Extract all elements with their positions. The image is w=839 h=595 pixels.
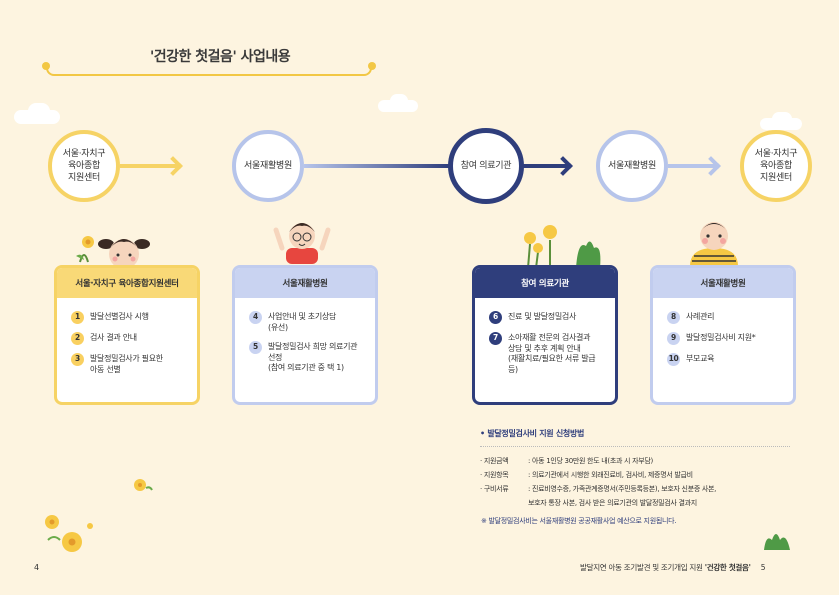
step-number: 4 [249, 311, 262, 324]
support-row: · 지원항목 : 의료기관에서 시행한 외래진료비, 검사비, 제증명서 발급비 [480, 468, 800, 482]
step-number: 6 [489, 311, 502, 324]
card-item: 5 발달정밀검사 희망 의료기관 선정 (참여 의료기관 중 택 1) [249, 341, 367, 374]
card-title: 참여 의료기관 [475, 268, 615, 298]
step-number: 7 [489, 332, 502, 345]
step-text: 사업안내 및 초기상담 (유선) [268, 312, 337, 332]
step-text: 소아재활 전문의 검사결과 상담 및 추후 계획 안내 (재활치료/필요한 서류… [508, 333, 596, 374]
flow-arrow-line [520, 164, 568, 168]
flowers-illustration [524, 225, 601, 268]
cloud-decoration [28, 103, 50, 119]
step-text: 부모교육 [686, 354, 715, 363]
step-number: 9 [667, 332, 680, 345]
card-participating-clinic: 참여 의료기관 6 진료 및 발달정밀검사 7 소아재활 전문의 검사결과 상담 및… [472, 265, 618, 405]
step-text: 검사 결과 안내 [90, 333, 137, 342]
girl-illustration [76, 236, 150, 266]
card-item: 3 발달정밀검사가 필요한 아동 선별 [71, 353, 189, 375]
step-number: 2 [71, 332, 84, 345]
flow-step-seoul-rehab-hospital: 서울재활병원 [596, 130, 668, 202]
step-text: 발달정밀검사비 지원* [686, 333, 756, 342]
title-underline [46, 66, 372, 76]
cloud-decoration [390, 94, 408, 108]
step-number: 10 [667, 353, 680, 366]
support-row: · 지원금액 : 아동 1인당 30만원 한도 내(초과 시 자부담) [480, 454, 800, 468]
card-title: 서울재활병원 [653, 268, 793, 298]
card-seoul-rehab-hospital: 서울재활병원 4 사업안내 및 초기상담 (유선) 5 발달정밀검사 희망 의료기관… [232, 265, 378, 405]
card-item: 6 진료 및 발달정밀검사 [489, 311, 607, 324]
step-text: 사례관리 [686, 312, 715, 321]
card-item: 8 사례관리 [667, 311, 785, 324]
step-text: 진료 및 발달정밀검사 [508, 312, 577, 321]
page-title: '건강한 첫걸음' 사업내용 [150, 49, 291, 65]
step-number: 1 [71, 311, 84, 324]
card-item: 10 부모교육 [667, 353, 785, 366]
flow-arrow-line [120, 164, 178, 168]
card-childcare-center: 서울·자치구 육아종합지원센터 1 발달선별검사 시행 2 검사 결과 안내 3 발달… [54, 265, 200, 405]
card-title: 서울·자치구 육아종합지원센터 [57, 268, 197, 298]
support-row: · 구비서류 : 진료비영수증, 가족관계증명서(주민등록등본), 보호자 신분증… [480, 482, 800, 510]
flow-arrow-line [668, 164, 716, 168]
page-number-right: 5 [760, 563, 766, 572]
card-item: 4 사업안내 및 초기상담 (유선) [249, 311, 367, 333]
flow-step-childcare-center: 서울·자치구 육아종합 지원센터 [740, 130, 812, 202]
flow-arrowhead [701, 156, 721, 176]
card-seoul-rehab-hospital: 서울재활병원 8 사례관리 9 발달정밀검사비 지원* 10 부모교육 [650, 265, 796, 405]
step-text: 발달정밀검사가 필요한 아동 선별 [90, 354, 163, 374]
flow-step-participating-clinic: 참여 의료기관 [448, 128, 524, 204]
title-underline-dot [42, 62, 50, 70]
support-section-title: • 발달정밀검사비 지원 신청방법 [480, 428, 584, 439]
page-number-left: 4 [34, 563, 40, 572]
flower-decoration [134, 479, 153, 491]
flow-step-childcare-center: 서울·자치구 육아종합 지원센터 [48, 130, 120, 202]
card-item: 1 발달선별검사 시행 [71, 311, 189, 324]
support-details: · 지원금액 : 아동 1인당 30만원 한도 내(초과 시 자부담) · 지원항… [480, 454, 800, 510]
step-number: 5 [249, 341, 262, 354]
card-item: 9 발달정밀검사비 지원* [667, 332, 785, 345]
support-note: ※ 발달정밀검사비는 서울재활병원 공공재활사업 예산으로 지원됩니다. [481, 517, 677, 525]
footer-caption: 발달지연 아동 조기발견 및 조기개입 지원 [580, 563, 703, 572]
support-row-label: · 지원항목 [480, 471, 509, 479]
flow-step-seoul-rehab-hospital: 서울재활병원 [232, 130, 304, 202]
step-number: 3 [71, 353, 84, 366]
title-underline-dot [368, 62, 376, 70]
footer-highlight: '건강한 첫걸음' [704, 563, 751, 572]
flower-decoration [45, 515, 93, 552]
step-text: 발달선별검사 시행 [90, 312, 149, 321]
flow-arrowhead [163, 156, 183, 176]
card-item: 2 검사 결과 안내 [71, 332, 189, 345]
support-row-label: · 지원금액 [480, 457, 509, 465]
footer-text: 발달지연 아동 조기발견 및 조기개입 지원 '건강한 첫걸음' 5 [580, 562, 766, 573]
step-text: 발달정밀검사 희망 의료기관 선정 (참여 의료기관 중 택 1) [268, 342, 358, 372]
cloud-decoration [772, 112, 792, 126]
step-number: 8 [667, 311, 680, 324]
boy-illustration [273, 223, 331, 264]
support-row-label: · 구비서류 [480, 485, 509, 493]
support-title-text: 발달정밀검사비 지원 신청방법 [487, 429, 585, 438]
card-title: 서울재활병원 [235, 268, 375, 298]
flow-arrowhead [553, 156, 573, 176]
support-row-value: : 의료기관에서 시행한 외래진료비, 검사비, 제증명서 발급비 [528, 471, 693, 479]
bullet-icon: • [480, 429, 488, 438]
support-row-value: : 진료비영수증, 가족관계증명서(주민등록등본), 보호자 신분증 사본, 보… [528, 485, 717, 507]
card-item: 7 소아재활 전문의 검사결과 상담 및 추후 계획 안내 (재활치료/필요한 서… [489, 332, 607, 375]
boy-yellow-illustration [690, 222, 738, 266]
flow-arrow-line [304, 164, 450, 168]
grass-decoration [764, 534, 790, 550]
support-row-value: : 아동 1인당 30만원 한도 내(초과 시 자부담) [528, 457, 653, 465]
divider [480, 446, 790, 447]
